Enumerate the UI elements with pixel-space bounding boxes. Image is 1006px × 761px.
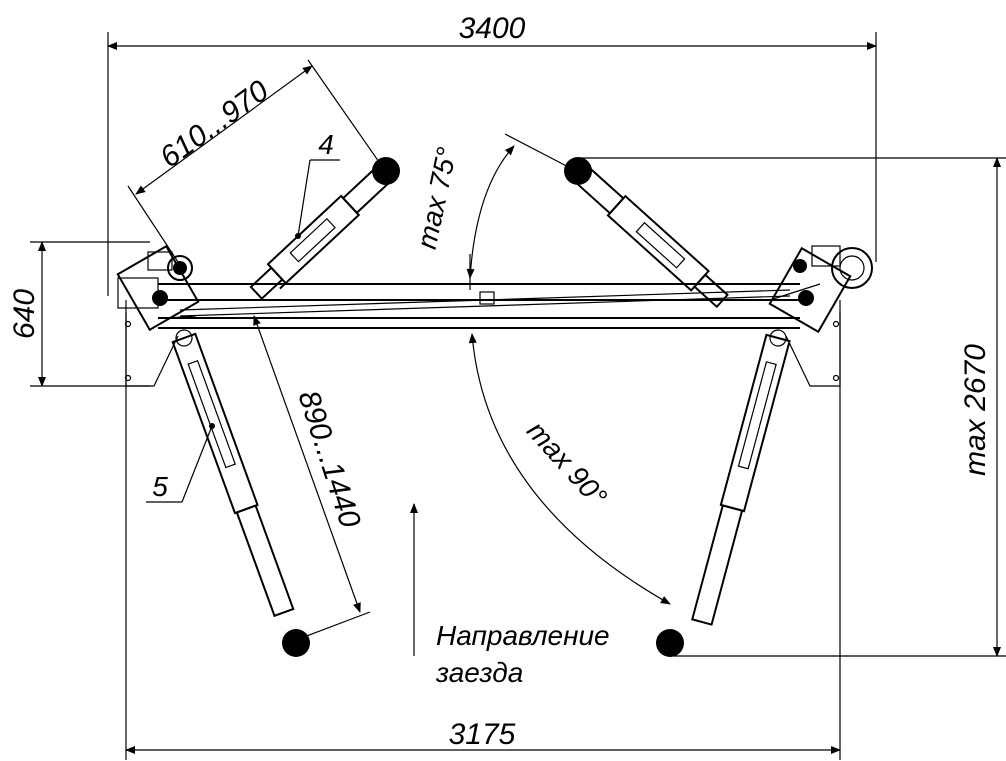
callout-short-arm: 4 [295,129,340,239]
angle-short-arm: max 75° [411,133,579,290]
dimension-long-arm-range: 890...1440 [253,315,371,641]
arm-long-right [656,329,791,657]
angle-long-arm: max 90° [468,333,671,605]
angle-long-arm-label: max 90° [521,415,613,512]
dimension-max-length: max 2670 [578,157,1006,657]
long-arm-range-label: 890...1440 [291,387,366,532]
lift-structure [116,244,873,387]
arm-pad-long-right [656,629,684,657]
arm-pad-short-right [564,157,592,185]
right-post [768,245,873,334]
arm-pad-short-left [372,157,400,185]
overall-width-label: 3400 [459,12,526,45]
left-post [116,244,200,332]
post-depth-label: 640 [8,289,41,339]
angle-short-arm-label: max 75° [411,144,463,251]
arm-short-left [249,157,400,301]
direction-label-line2: заезда [435,657,523,688]
drive-in-direction: Направление заезда [410,503,610,688]
callout-short-arm-label: 4 [318,129,334,160]
max-length-label: max 2670 [959,344,992,476]
arm-short-right [564,157,729,309]
dimension-overall-width: 3400 [107,12,877,296]
base-width-label: 3175 [449,718,516,751]
dimension-post-depth: 640 [8,241,150,387]
dimension-short-arm-range: 610...970 [127,59,387,263]
callout-long-arm: 5 [146,425,213,503]
arm-pad-long-left [282,629,310,657]
short-arm-range-label: 610...970 [154,74,275,174]
direction-label-line1: Направление [436,620,610,651]
arm-long-left [171,329,310,657]
dimension-base-width: 3175 [125,312,841,760]
callout-long-arm-label: 5 [152,471,168,502]
